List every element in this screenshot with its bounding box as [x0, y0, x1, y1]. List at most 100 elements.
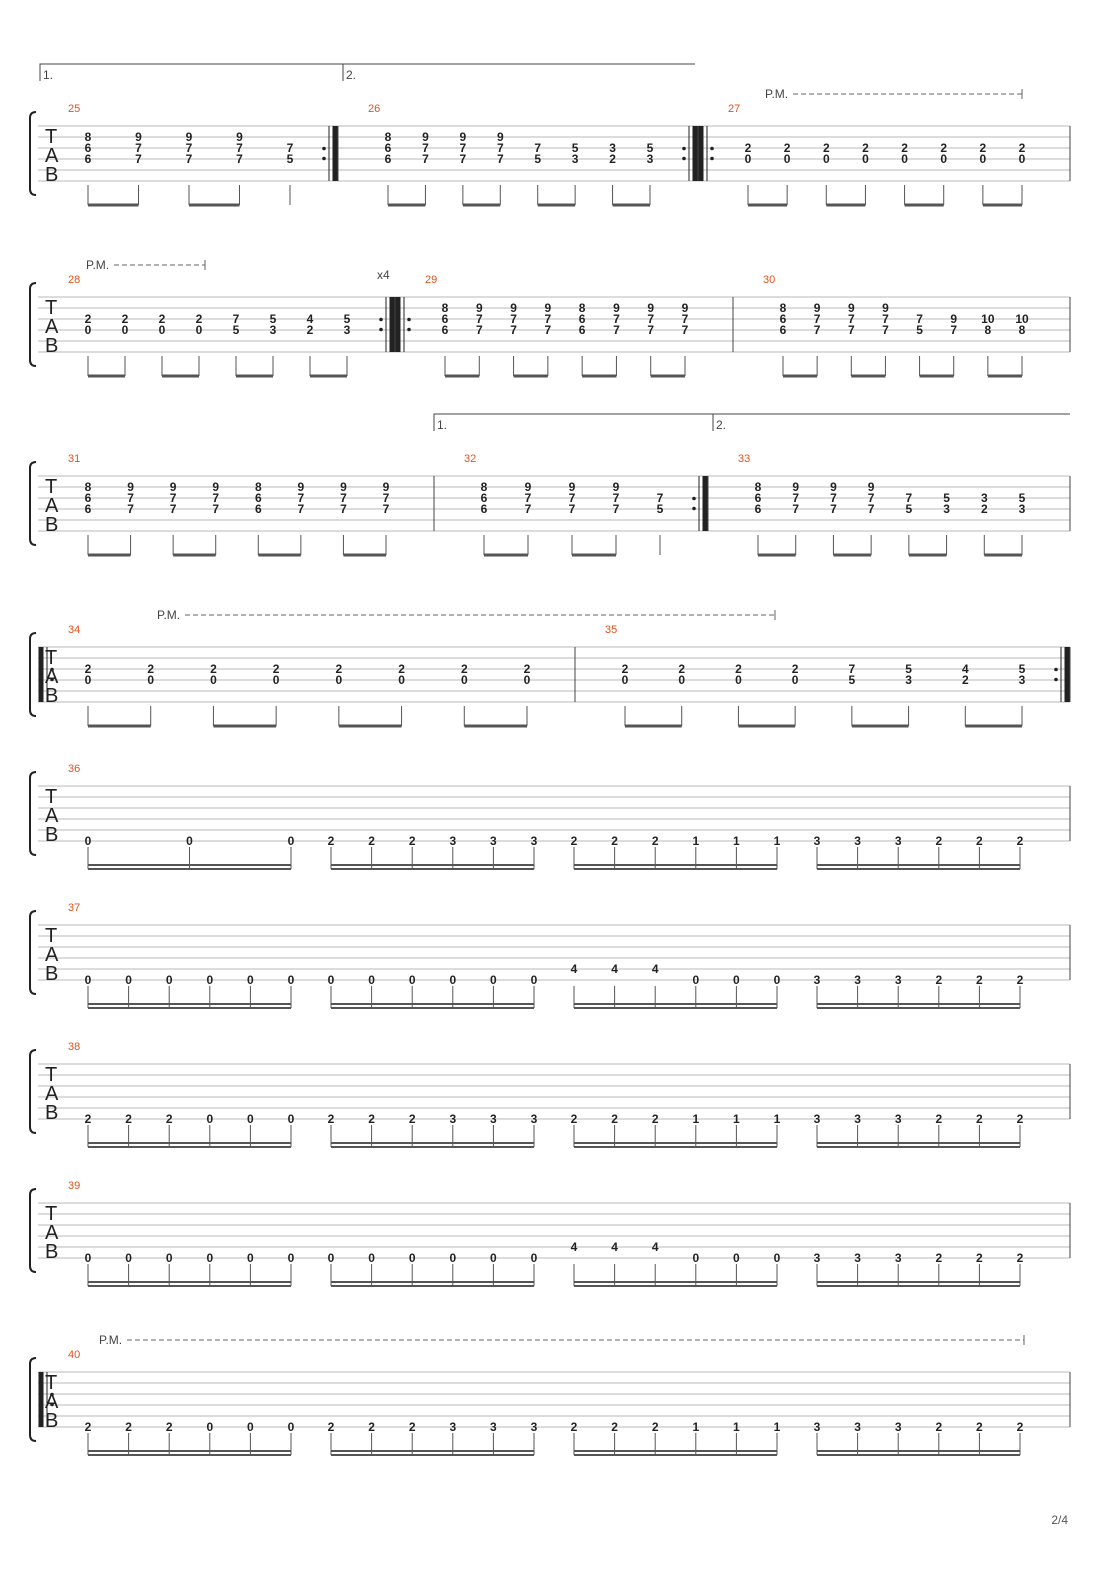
fret-number: 9	[525, 480, 532, 494]
fret-number: 7	[510, 312, 517, 326]
fret-number: 7	[383, 491, 390, 505]
fret-number: 9	[340, 480, 347, 494]
fret-number: 3	[943, 502, 950, 516]
fret-number: 8	[1019, 323, 1026, 337]
fret-number: 2	[328, 1420, 335, 1434]
fret-number: 0	[524, 673, 531, 687]
fret-number: 9	[647, 301, 654, 315]
fret-number: 1	[733, 1112, 740, 1126]
volta-label: 1.	[43, 68, 53, 82]
fret-number: 2	[1017, 973, 1024, 987]
fret-number: 7	[848, 312, 855, 326]
fret-number: 6	[780, 312, 787, 326]
fret-number: 2	[652, 1420, 659, 1434]
fret-number: 2	[935, 1420, 942, 1434]
tab-clef-letter: T	[45, 1064, 57, 1086]
tab-clef-letter: T	[45, 925, 57, 947]
fret-number: 1	[692, 834, 699, 848]
fret-number: 0	[196, 323, 203, 337]
tab-clef-letter: B	[45, 1241, 58, 1263]
fret-number: 7	[460, 141, 467, 155]
palm-mute-label: P.M.	[86, 258, 109, 272]
tab-clef-letter: T	[45, 297, 57, 319]
fret-number: 7	[613, 312, 620, 326]
fret-number: 9	[170, 480, 177, 494]
system-bracket	[29, 111, 37, 196]
fret-number: 2	[823, 141, 830, 155]
fret-number: 5	[943, 491, 950, 505]
fret-number: 2	[935, 1251, 942, 1265]
fret-number: 2	[307, 323, 314, 337]
fret-number: 3	[531, 834, 538, 848]
fret-number: 9	[950, 312, 957, 326]
fret-number: 9	[460, 130, 467, 144]
measure-number: 34	[68, 624, 80, 636]
fret-number: 7	[830, 502, 837, 516]
fret-number: 3	[895, 973, 902, 987]
tab-clef-letter: T	[45, 786, 57, 808]
measure-number: 27	[728, 103, 740, 115]
fret-number: 0	[409, 973, 416, 987]
fret-number: 3	[572, 152, 579, 166]
fret-number: 3	[895, 1420, 902, 1434]
fret-number: 0	[692, 1251, 699, 1265]
tab-clef-letter: T	[45, 1372, 57, 1394]
fret-number: 7	[298, 491, 305, 505]
fret-number: 0	[85, 1251, 92, 1265]
fret-number: 6	[481, 502, 488, 516]
fret-number: 6	[442, 323, 449, 337]
fret-number: 2	[609, 152, 616, 166]
fret-number: 4	[571, 962, 578, 976]
fret-number: 6	[385, 152, 392, 166]
fret-number: 5	[534, 152, 541, 166]
fret-number: 1	[692, 1112, 699, 1126]
fret-number: 7	[170, 491, 177, 505]
fret-number: 7	[212, 502, 219, 516]
fret-number: 7	[127, 502, 134, 516]
fret-number: 0	[186, 834, 193, 848]
system-bracket	[29, 1188, 37, 1273]
fret-number: 7	[682, 323, 689, 337]
repeat-dot	[50, 677, 54, 682]
fret-number: 0	[247, 973, 254, 987]
fret-number: 7	[647, 312, 654, 326]
fret-number: 7	[569, 502, 576, 516]
fret-number: 2	[611, 834, 618, 848]
fret-number: 6	[385, 141, 392, 155]
fret-number: 0	[159, 323, 166, 337]
fret-number: 1	[733, 834, 740, 848]
tab-clef-letter: A	[45, 666, 59, 688]
fret-number: 2	[1019, 141, 1026, 155]
fret-number: 0	[166, 973, 173, 987]
fret-number: 6	[755, 502, 762, 516]
fret-number: 2	[368, 834, 375, 848]
fret-number: 7	[186, 152, 193, 166]
fret-number: 2	[125, 1420, 132, 1434]
fret-number: 0	[273, 673, 280, 687]
tab-clef-letter: A	[45, 316, 59, 338]
fret-number: 9	[236, 130, 243, 144]
fret-number: 9	[383, 480, 390, 494]
fret-number: 2	[409, 1420, 416, 1434]
fret-number: 7	[170, 502, 177, 516]
fret-number: 2	[1017, 1420, 1024, 1434]
measure-number: 40	[68, 1349, 80, 1361]
fret-number: 7	[882, 312, 889, 326]
fret-number: 5	[905, 662, 912, 676]
fret-number: 2	[328, 834, 335, 848]
fret-number: 0	[368, 1251, 375, 1265]
fret-number: 8	[85, 130, 92, 144]
fret-number: 0	[980, 152, 987, 166]
fret-number: 0	[678, 673, 685, 687]
fret-number: 9	[848, 301, 855, 315]
tab-clef-letter: T	[45, 476, 57, 498]
fret-number: 2	[328, 1112, 335, 1126]
volta-label: 1.	[437, 418, 447, 432]
fret-number: 3	[449, 834, 456, 848]
fret-number: 0	[328, 1251, 335, 1265]
system-bracket	[29, 282, 37, 367]
fret-number: 9	[882, 301, 889, 315]
fret-number: 3	[854, 834, 861, 848]
fret-number: 2	[368, 1420, 375, 1434]
fret-number: 0	[85, 673, 92, 687]
